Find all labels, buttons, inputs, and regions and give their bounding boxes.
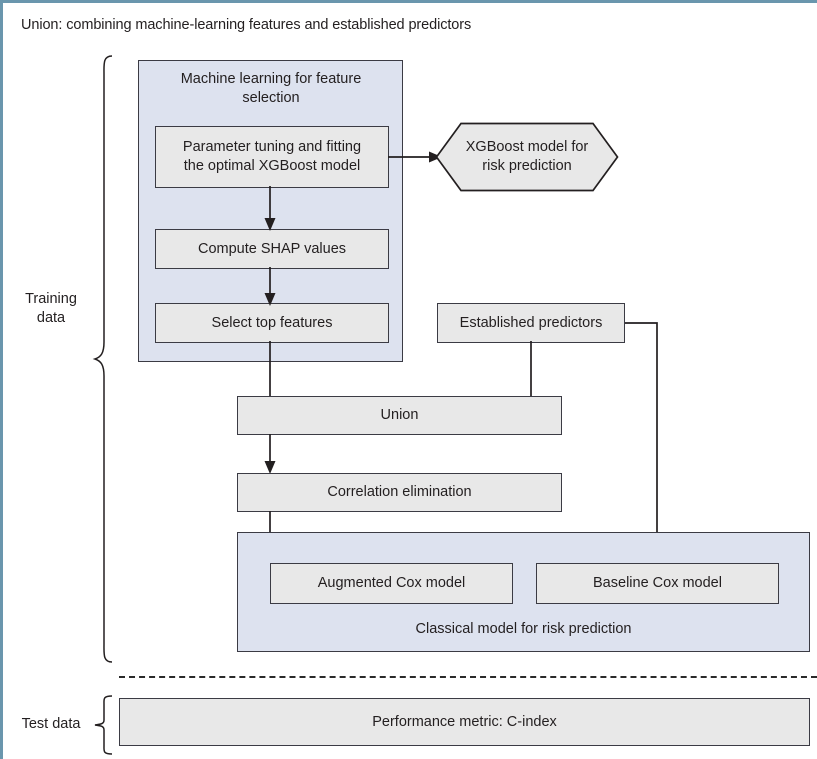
step-select-top-features-label: Select top features	[211, 314, 333, 331]
performance-metric-label: Performance metric: C-index	[372, 713, 557, 730]
step-compute-shap-label: Compute SHAP values	[197, 240, 347, 257]
step-parameter-tuning-line2: the optimal XGBoost model	[183, 158, 361, 174]
figure-caption: Union: combining machine-learning featur…	[21, 17, 472, 33]
frame-top-rule	[0, 0, 817, 3]
test-data-label: Test data	[12, 715, 90, 734]
union-label: Union	[380, 407, 419, 424]
training-data-label-line2: data	[36, 309, 66, 326]
established-predictors-box[interactable]: Established predictors	[437, 303, 625, 343]
xgboost-model-line1: XGBoost model for	[465, 139, 589, 156]
test-data-label-text: Test data	[21, 716, 81, 732]
step-compute-shap[interactable]: Compute SHAP values	[155, 229, 389, 269]
baseline-cox-model-label: Baseline Cox model	[593, 575, 722, 592]
xgboost-model-node[interactable]: XGBoost model for risk prediction	[435, 122, 619, 192]
training-data-label: Training data	[12, 290, 90, 328]
augmented-cox-model-label: Augmented Cox model	[317, 575, 466, 592]
classical-panel-caption-text: Classical model for risk prediction	[415, 621, 632, 637]
training-data-label-line1: Training	[25, 291, 77, 307]
training-data-brace	[92, 55, 113, 663]
established-predictors-label: Established predictors	[459, 314, 603, 331]
classical-panel-caption: Classical model for risk prediction	[237, 620, 810, 639]
performance-metric-box[interactable]: Performance metric: C-index	[119, 698, 810, 746]
ml-panel-title: Machine learning for feature selection	[146, 70, 396, 108]
ml-panel-title-line1: Machine learning for feature	[180, 71, 362, 87]
correlation-elimination-box[interactable]: Correlation elimination	[237, 473, 562, 512]
arrow-union-to-correlation	[264, 434, 276, 474]
train-test-separator	[119, 676, 817, 678]
test-data-brace	[94, 695, 113, 755]
hexagon-shape-icon	[435, 122, 619, 192]
step-parameter-tuning-line1: Parameter tuning and fitting	[182, 139, 362, 156]
xgboost-model-line2: risk prediction	[482, 158, 572, 174]
step-parameter-tuning[interactable]: Parameter tuning and fitting the optimal…	[155, 126, 389, 188]
frame-left-rule	[0, 0, 3, 759]
baseline-cox-model-box[interactable]: Baseline Cox model	[536, 563, 779, 604]
arrow-tuning-to-shap	[264, 186, 276, 231]
correlation-elimination-label: Correlation elimination	[327, 484, 472, 501]
arrow-shap-to-select	[264, 267, 276, 306]
augmented-cox-model-box[interactable]: Augmented Cox model	[270, 563, 513, 604]
ml-panel-title-line2: selection	[242, 89, 300, 106]
step-select-top-features[interactable]: Select top features	[155, 303, 389, 343]
union-box[interactable]: Union	[237, 396, 562, 435]
